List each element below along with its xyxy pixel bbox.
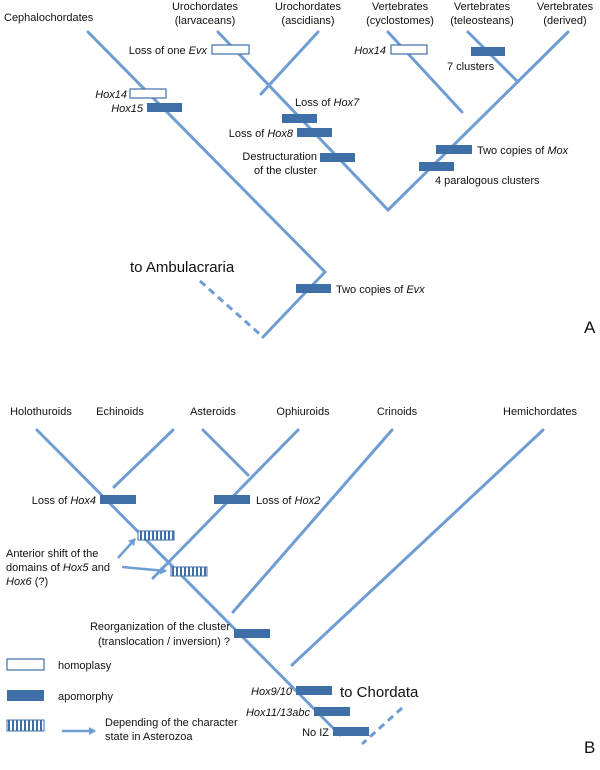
panel-b-character-labels: Loss of Hox4 Loss of Hox2 Anterior shift… xyxy=(6,495,329,739)
label-anterior-3: Hox6 (?) xyxy=(6,576,48,588)
legend-apomorphy-label: apomorphy xyxy=(58,691,114,703)
label-destructuration-2: of the cluster xyxy=(254,165,317,177)
taxon-hemichordates: Hemichordates xyxy=(503,406,577,418)
label-7-clusters: 7 clusters xyxy=(447,61,495,73)
apomorphy-box-two-mox xyxy=(436,145,472,154)
branch-chordata-stem xyxy=(261,270,327,339)
apomorphy-box-loss-hox2 xyxy=(214,495,250,504)
apomorphy-box-reorganization xyxy=(234,629,270,638)
taxon-cyclostomes-1: Vertebrates xyxy=(372,1,429,13)
arrow-to-upper-box xyxy=(117,538,136,559)
panel-b-characters xyxy=(100,495,369,736)
label-destructuration-1: Destructuration xyxy=(242,151,317,163)
label-no-iz: No IZ xyxy=(302,727,329,739)
label-reorganization-2: (translocation / inversion) ? xyxy=(98,636,230,648)
taxon-ascidians-1: Urochordates xyxy=(275,1,342,13)
apomorphy-box-hox15 xyxy=(147,103,182,112)
taxon-asteroids: Asteroids xyxy=(190,406,236,418)
legend-striped-swatch xyxy=(6,719,45,732)
taxon-ascidians-2: (ascidians) xyxy=(281,15,334,27)
taxon-larvaceans-2: (larvaceans) xyxy=(175,15,236,27)
branch-asteroids xyxy=(201,428,250,477)
apomorphy-box-7-clusters xyxy=(471,47,505,56)
legend-apomorphy-swatch xyxy=(7,690,44,701)
label-anterior-1: Anterior shift of the xyxy=(6,548,98,560)
taxon-holothuroids: Holothuroids xyxy=(10,406,72,418)
panel-b: Holothuroids Echinoids Asteroids Ophiuro… xyxy=(6,406,595,757)
legend-homoplasy-swatch xyxy=(6,658,45,671)
taxon-vert-derived-2: (derived) xyxy=(543,15,586,27)
legend-homoplasy-label: homoplasy xyxy=(58,660,112,672)
apomorphy-box-hox9-10 xyxy=(296,686,332,695)
branch-cephalochordates xyxy=(86,30,327,274)
legend: homoplasy apomorphy Depending of the cha… xyxy=(6,658,238,743)
branch-holothuroids xyxy=(35,428,342,737)
apomorphy-box-two-evx xyxy=(296,284,331,293)
homoplasy-box-loss-evx xyxy=(211,44,250,55)
striped-box-upper xyxy=(137,530,175,541)
panel-b-taxa: Holothuroids Echinoids Asteroids Ophiuro… xyxy=(10,406,577,418)
label-loss-hox4: Loss of Hox4 xyxy=(32,495,96,507)
label-to-chordata: to Chordata xyxy=(340,684,419,701)
apomorphy-box-loss-hox4 xyxy=(100,495,136,504)
taxon-crinoids: Crinoids xyxy=(377,406,418,418)
taxon-echinoids: Echinoids xyxy=(96,406,144,418)
label-hox14-cyclo: Hox14 xyxy=(354,45,386,57)
branch-to-ambulacraria xyxy=(199,279,264,339)
panel-b-letter: B xyxy=(584,738,595,757)
label-loss-one-evx: Loss of one Evx xyxy=(129,45,208,57)
arrow-to-lower-box xyxy=(121,565,167,575)
label-hox15: Hox15 xyxy=(111,103,144,115)
legend-depending-1: Depending of the character xyxy=(105,717,238,729)
label-hox11-13abc: Hox11/13abc xyxy=(246,707,311,719)
branch-echinoids xyxy=(112,428,175,489)
label-two-copies-evx: Two copies of Evx xyxy=(336,284,425,296)
label-reorganization-1: Reorganization of the cluster xyxy=(90,621,230,633)
taxon-larvaceans-1: Urochordates xyxy=(172,1,239,13)
label-to-ambulacraria: to Ambulacraria xyxy=(130,259,235,276)
panel-a-characters xyxy=(129,44,505,293)
taxon-teleosteans-1: Vertebrates xyxy=(454,1,511,13)
panel-a-taxa: Cephalochordates Urochordates (larvacean… xyxy=(4,1,594,27)
label-loss-hox8: Loss of Hox8 xyxy=(229,128,294,140)
apomorphy-box-hox11-13 xyxy=(314,707,350,716)
striped-box-lower xyxy=(170,566,208,577)
label-anterior-2: domains of Hox5 and xyxy=(6,562,110,574)
label-hox9-10: Hox9/10 xyxy=(251,686,293,698)
apomorphy-box-no-iz xyxy=(333,727,369,736)
homoplasy-box-hox14-ceph xyxy=(129,88,167,99)
panel-a: Cephalochordates Urochordates (larvacean… xyxy=(4,1,596,339)
taxon-ophiuroids: Ophiuroids xyxy=(276,406,330,418)
branch-teleosteans xyxy=(466,30,520,84)
branch-vert-derived-stem xyxy=(386,30,570,212)
label-4-paralogous: 4 paralogous clusters xyxy=(435,175,540,187)
branch-ascidians xyxy=(259,30,320,96)
apomorphy-box-4-clusters xyxy=(419,162,454,171)
taxon-vert-derived-1: Vertebrates xyxy=(537,1,594,13)
taxon-teleosteans-2: (teleosteans) xyxy=(450,15,514,27)
branch-crinoids xyxy=(231,428,394,614)
panel-b-arrows xyxy=(117,538,167,575)
label-loss-hox7: Loss of Hox7 xyxy=(295,97,360,109)
homoplasy-box-hox14-cyclo xyxy=(390,44,428,55)
branch-to-chordata xyxy=(360,706,404,746)
apomorphy-box-destructuration xyxy=(320,153,355,162)
branch-hemichordates xyxy=(290,428,545,667)
taxon-cyclostomes-2: (cyclostomes) xyxy=(366,15,434,27)
label-hox14-ceph: Hox14 xyxy=(95,89,127,101)
apomorphy-box-loss-hox8 xyxy=(297,128,332,137)
legend-depending-2: state in Asterozoa xyxy=(105,731,193,743)
panel-a-letter: A xyxy=(584,318,596,337)
apomorphy-box-loss-hox7 xyxy=(282,114,317,123)
label-two-copies-mox: Two copies of Mox xyxy=(477,145,569,157)
label-loss-hox2: Loss of Hox2 xyxy=(256,495,320,507)
taxon-cephalochordates: Cephalochordates xyxy=(4,12,94,24)
panel-a-character-labels: Loss of one Evx Hox14 Hox15 Loss of Hox7… xyxy=(95,45,568,296)
